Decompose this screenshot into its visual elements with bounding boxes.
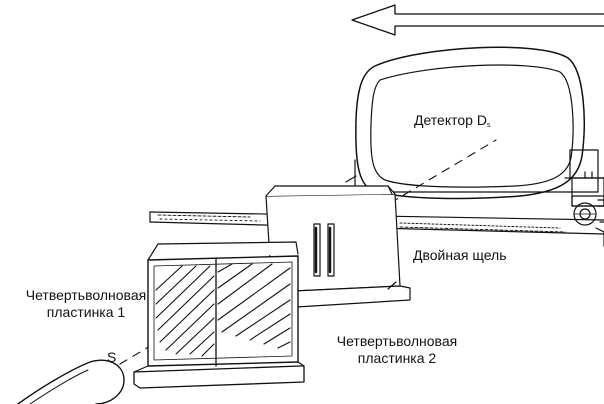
qwp2-hatching	[217, 263, 291, 349]
quarter-wave-plates	[133, 241, 305, 389]
detector-subscript: s	[486, 122, 491, 129]
double-slit-plate	[265, 185, 411, 309]
detector-label: Детектор Ds	[414, 112, 491, 129]
qwp1-label-line2: пластинка 1	[46, 304, 126, 320]
arrow-left-icon	[351, 4, 604, 36]
quarter-wave-plate-2-label: Четвертьволновая пластинка 2	[313, 333, 481, 367]
quarter-wave-plate-1-label: Четвертьволновая пластинка 1	[0, 287, 172, 321]
qwp1-hatching	[155, 265, 215, 357]
source-label: S	[107, 349, 117, 365]
qwp2-label-line1: Четвертьволновая	[336, 333, 458, 349]
source-s	[17, 359, 125, 404]
detector-carriage	[354, 149, 604, 247]
beam-path	[119, 139, 497, 365]
detector-ds	[345, 46, 585, 200]
qwp1-label-line1: Четвертьволновая	[25, 287, 147, 303]
double-slit-label: Двойная щель	[413, 247, 507, 263]
qwp2-label-line2: пластинка 2	[357, 350, 437, 366]
